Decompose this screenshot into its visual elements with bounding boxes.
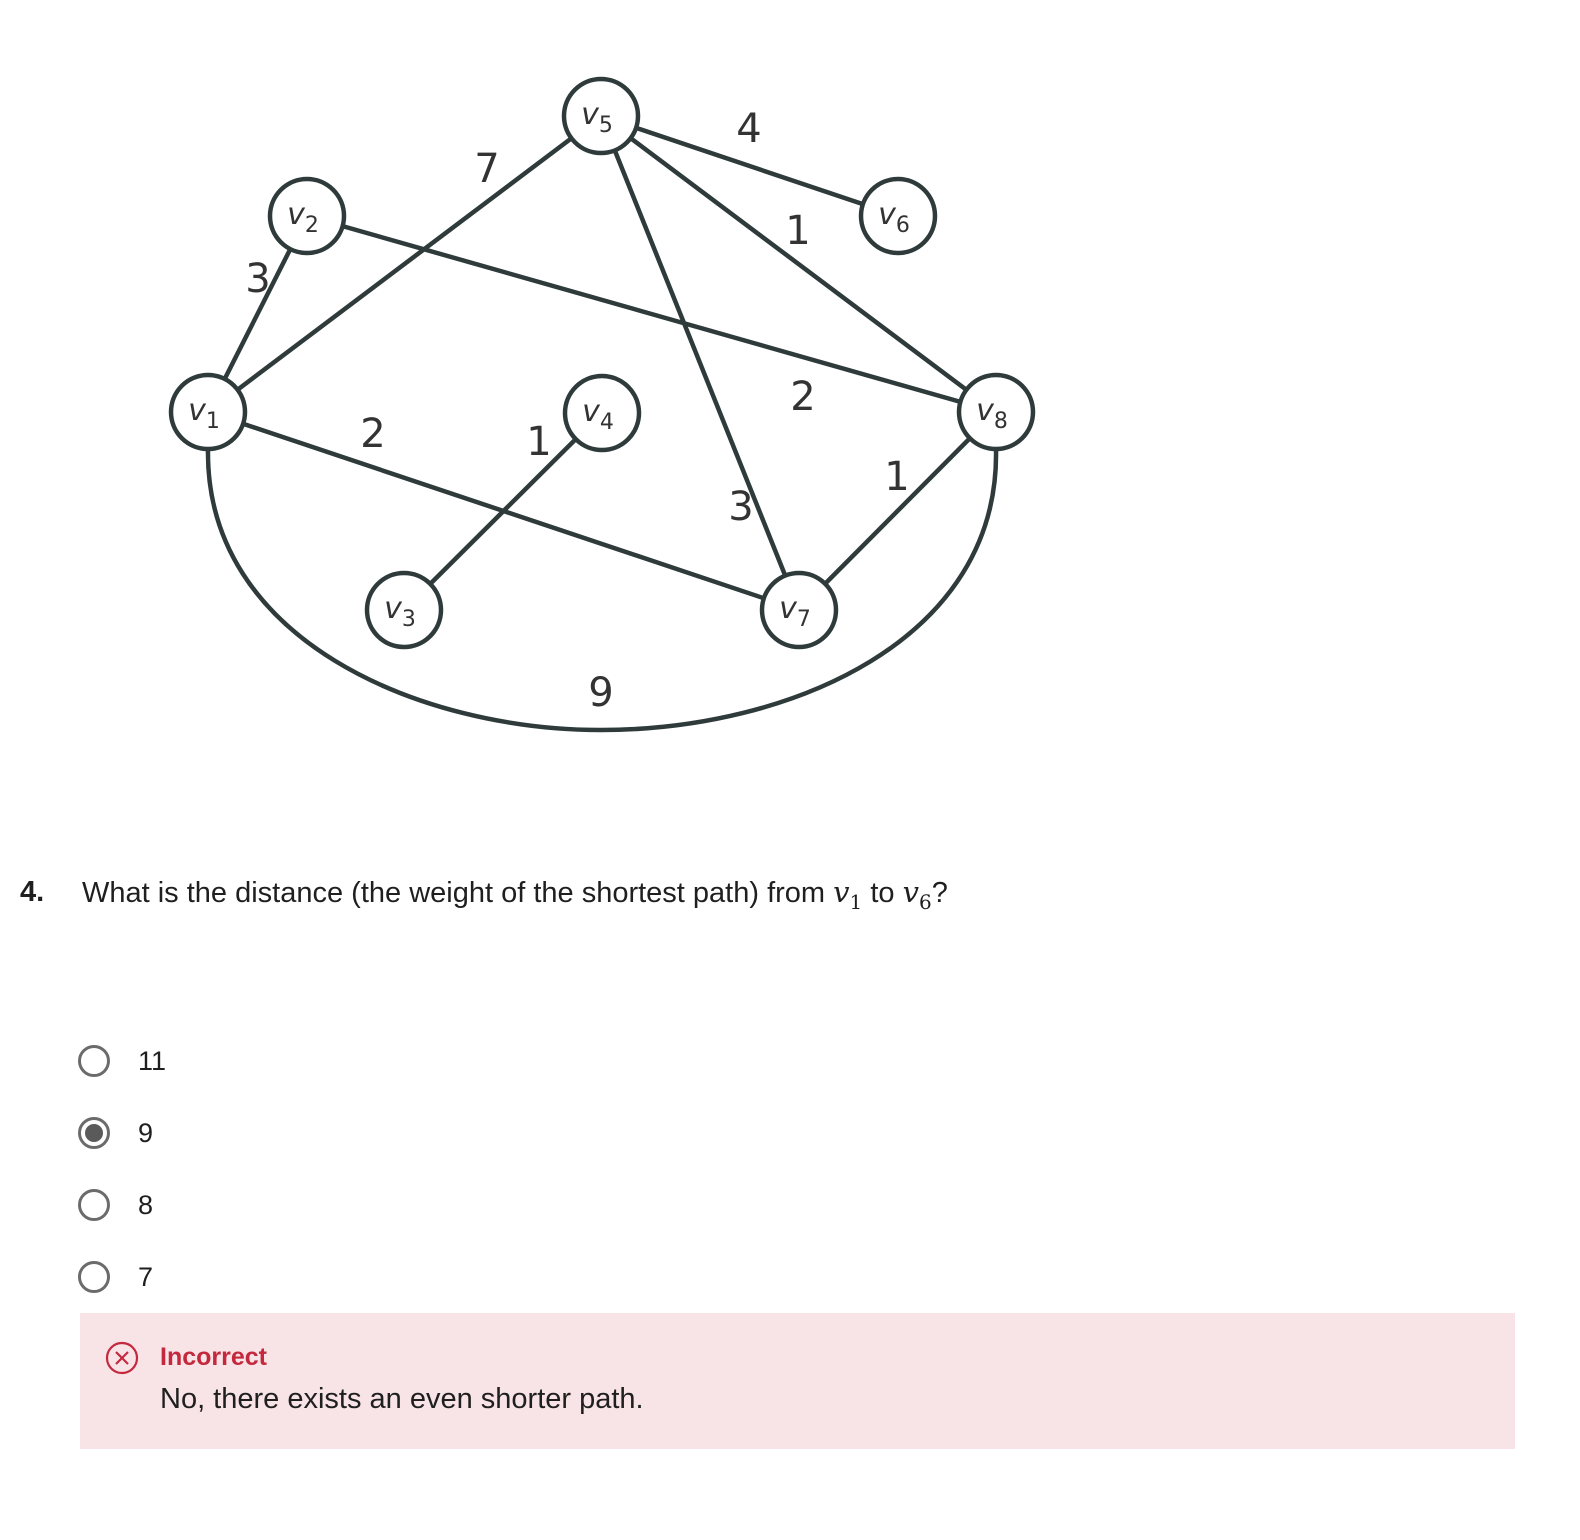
edge-weight-label: 1	[526, 419, 551, 465]
graph-edge-v5-v8	[599, 114, 998, 414]
edge-weight-label: 2	[360, 411, 385, 457]
question-number: 4.	[20, 876, 45, 908]
graph-node-v6: v6	[858, 176, 938, 256]
feedback-status: Incorrect	[160, 1343, 267, 1371]
graph-nodes: v1 v2 v3 v4 v5 v6 v7 v8	[168, 76, 1036, 650]
close-circle-icon	[105, 1341, 139, 1375]
question-var-target: v6	[902, 875, 932, 914]
edge-weight-label: 1	[785, 208, 810, 254]
edge-weight-label: 1	[884, 454, 909, 500]
option-label: 11	[138, 1045, 167, 1076]
node-label: v6	[878, 197, 910, 238]
radio-button[interactable]	[78, 1189, 110, 1221]
graph-node-v5: v5	[561, 76, 641, 156]
graph-node-v1: v1	[168, 372, 248, 452]
answer-option-11[interactable]: 11	[78, 1025, 166, 1097]
edge-weight-label: 4	[736, 106, 761, 152]
question-text: What is the distance (the weight of the …	[82, 872, 948, 922]
edge-weight-label: 7	[474, 146, 499, 192]
graph-node-v7: v7	[759, 570, 839, 650]
radio-button-selected[interactable]	[78, 1117, 110, 1149]
answer-option-8[interactable]: 8	[78, 1169, 166, 1241]
graph-node-v3: v3	[364, 570, 444, 650]
node-label: v3	[384, 591, 416, 632]
graph-edge-v1-v5	[206, 114, 603, 414]
answer-option-7[interactable]: 7	[78, 1241, 166, 1313]
edge-weight-label: 3	[245, 256, 270, 302]
weighted-graph-figure: 3 7 2 9 2 1 4 1 3 1 v1 v2 v3 v4 v5 v6 v7 v8	[168, 76, 1036, 733]
answer-options: 11 9 8 7	[78, 1025, 166, 1313]
radio-button[interactable]	[78, 1045, 110, 1077]
node-label: v5	[581, 97, 613, 138]
node-circle	[759, 570, 839, 650]
node-circle	[267, 176, 347, 256]
node-circle	[956, 372, 1036, 452]
edge-weight-label: 3	[728, 484, 753, 530]
node-label: v7	[779, 591, 811, 632]
feedback-message: No, there exists an even shorter path.	[160, 1383, 644, 1415]
graph-edge-v2-v8	[306, 213, 997, 415]
edge-weight-label: 9	[588, 670, 613, 716]
node-circle	[561, 76, 641, 156]
node-circle	[168, 372, 248, 452]
radio-button[interactable]	[78, 1261, 110, 1293]
node-circle	[562, 373, 642, 453]
radio-selected-dot	[85, 1124, 103, 1142]
option-label: 8	[138, 1189, 154, 1220]
node-circle	[858, 176, 938, 256]
question-text-before: What is the distance (the weight of the …	[82, 877, 834, 909]
node-circle	[364, 570, 444, 650]
edge-weight-label: 2	[790, 374, 815, 420]
option-label: 7	[138, 1261, 154, 1292]
graph-edges	[205, 113, 999, 733]
graph-edge-v5-v6	[600, 113, 899, 219]
graph-node-v2: v2	[267, 176, 347, 256]
node-label: v1	[188, 393, 220, 434]
feedback-panel: Incorrect No, there exists an even short…	[80, 1313, 1515, 1449]
question-text-after: ?	[931, 877, 948, 909]
node-label: v2	[287, 197, 319, 238]
graph-edge-v5-v7	[598, 115, 802, 611]
node-label: v8	[976, 393, 1008, 434]
graph-node-v4: v4	[562, 373, 642, 453]
question-text-middle: to	[862, 877, 903, 909]
question-var-source: v1	[833, 875, 863, 914]
answer-option-9[interactable]: 9	[78, 1097, 166, 1169]
graph-edge-v1-v8	[205, 448, 999, 733]
graph-edge-weights: 3 7 2 9 2 1 4 1 3 1	[245, 106, 909, 716]
option-label: 9	[138, 1117, 154, 1148]
graph-edge-v3-v4	[402, 411, 604, 612]
graph-edge-v7-v8	[797, 410, 998, 612]
graph-node-v8: v8	[956, 372, 1036, 452]
node-label: v4	[582, 394, 614, 435]
